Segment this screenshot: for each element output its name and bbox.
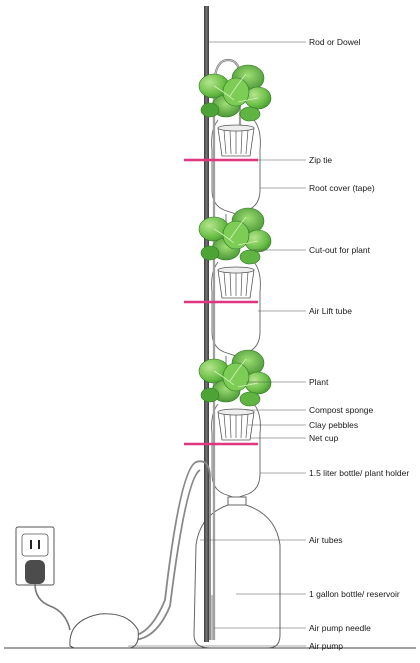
label-clay-pebbles: Clay pebbles xyxy=(309,420,359,430)
label-plant: Plant xyxy=(309,377,329,387)
label-air-pump-needle: Air pump needle xyxy=(309,623,371,633)
net-cup-middle xyxy=(217,266,255,299)
plug-icon xyxy=(25,560,71,631)
leader-lines xyxy=(128,41,306,647)
label-air-lift-tube: Air Lift tube xyxy=(309,306,352,316)
plant-icon xyxy=(198,64,272,122)
label-compost-sponge: Compost sponge xyxy=(309,405,374,415)
label-air-pump: Air pump xyxy=(309,641,344,651)
plant-icon xyxy=(198,207,272,265)
label-root-cover: Root cover (tape) xyxy=(309,183,375,193)
plant-icon xyxy=(198,349,272,407)
air-pump-icon xyxy=(69,613,139,649)
air-tubes xyxy=(129,460,211,641)
label-reservoir: 1 gallon bottle/ reservoir xyxy=(309,589,400,599)
label-air-tubes: Air tubes xyxy=(309,535,343,545)
label-bottle-holder: 1.5 liter bottle/ plant holder xyxy=(309,468,410,478)
net-cup-lower xyxy=(217,408,255,441)
label-cut-out: Cut-out for plant xyxy=(309,245,370,255)
net-cup-upper xyxy=(217,124,255,157)
label-rod-dowel: Rod or Dowel xyxy=(309,37,361,47)
rod-dowel xyxy=(204,6,209,642)
label-zip-tie: Zip tie xyxy=(309,155,333,165)
label-net-cup: Net cup xyxy=(309,433,339,443)
